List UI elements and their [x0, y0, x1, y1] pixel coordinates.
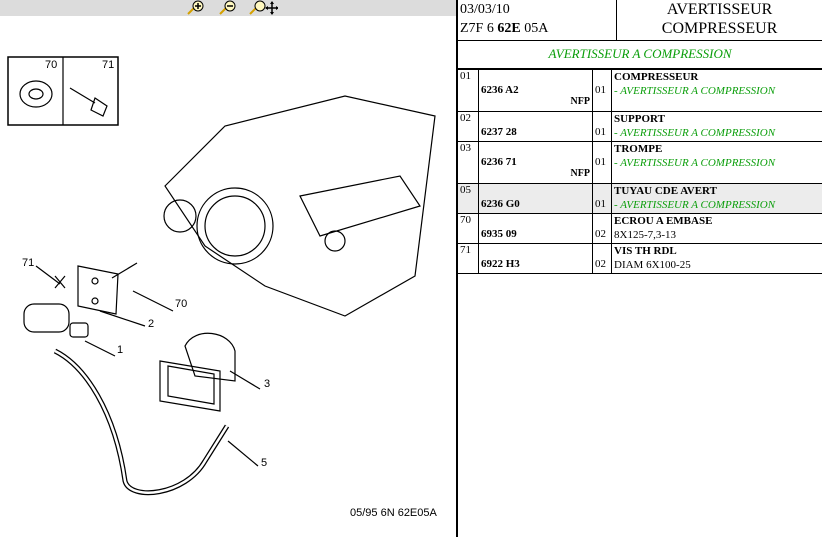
- header-info: 03/03/10 Z7F 6 62E 05A: [458, 0, 618, 41]
- part-description: TROMPE- AVERTISSEUR A COMPRESSION: [611, 140, 822, 184]
- row-index: 02: [458, 110, 479, 142]
- part-ref[interactable]: 6236 A2: [481, 83, 519, 96]
- zoom-out-icon[interactable]: [218, 0, 238, 15]
- part-detail: - AVERTISSEUR A COMPRESSION: [614, 156, 776, 169]
- quantity: 01: [592, 140, 612, 184]
- parts-table: 03/03/10 Z7F 6 62E 05A AVERTISSEUR COMPR…: [458, 0, 822, 69]
- diagram-toolbar: [0, 0, 456, 16]
- group-code: Z7F 6 62E 05A: [460, 19, 614, 38]
- part-detail: 8X125-7,3-13: [614, 228, 677, 241]
- part-ref[interactable]: 6236 G0: [481, 197, 520, 210]
- table-row[interactable]: 03 6236 71 NFP 01 TROMPE- AVERTISSEUR A C…: [458, 140, 822, 184]
- row-index: 70: [458, 212, 479, 244]
- inset-label-71: 71: [102, 59, 115, 71]
- code-suffix: 05A: [520, 21, 549, 36]
- part-ref-cell[interactable]: 6236 A2 NFP: [478, 68, 593, 112]
- part-ref[interactable]: 6236 71: [481, 155, 517, 168]
- part-ref[interactable]: 6922 H3: [481, 257, 520, 270]
- nfp-flag: NFP: [570, 95, 590, 107]
- quantity: 01: [592, 110, 612, 142]
- callout-5[interactable]: 5: [261, 457, 268, 469]
- row-index: 03: [458, 140, 479, 184]
- page-title: AVERTISSEUR COMPRESSEUR: [616, 0, 822, 41]
- nfp-flag: NFP: [570, 167, 590, 179]
- row-index: 71: [458, 242, 479, 274]
- row-index: 05: [458, 182, 479, 214]
- quantity: 02: [592, 212, 612, 244]
- parts-list-pane: 03/03/10 Z7F 6 62E 05A AVERTISSEUR COMPR…: [456, 0, 822, 537]
- part-detail: - AVERTISSEUR A COMPRESSION: [614, 126, 776, 139]
- inset-label-70: 70: [45, 59, 58, 71]
- part-description: SUPPORT- AVERTISSEUR A COMPRESSION: [611, 110, 822, 142]
- part-ref-cell[interactable]: 6922 H3: [478, 242, 593, 274]
- parts-diagram: [7, 56, 436, 496]
- callout-1[interactable]: 1: [117, 344, 124, 356]
- part-ref-cell[interactable]: 6236 71 NFP: [478, 140, 593, 184]
- part-detail: - AVERTISSEUR A COMPRESSION: [614, 84, 776, 97]
- part-ref-cell[interactable]: 6935 09: [478, 212, 593, 244]
- part-name: ECROU A EMBASE: [614, 214, 713, 227]
- callout-70[interactable]: 70: [175, 298, 188, 310]
- part-ref[interactable]: 6237 28: [481, 125, 517, 138]
- part-description: COMPRESSEUR- AVERTISSEUR A COMPRESSION: [611, 68, 822, 112]
- callout-2[interactable]: 2: [148, 318, 155, 330]
- row-index: 01: [458, 68, 479, 112]
- code-prefix: Z7F 6: [460, 21, 498, 36]
- quantity: 02: [592, 242, 612, 274]
- table-row[interactable]: 02 6237 28 01 SUPPORT- AVERTISSEUR A COM…: [458, 110, 822, 142]
- title-line-1: AVERTISSEUR: [666, 1, 773, 18]
- date: 03/03/10: [460, 2, 510, 17]
- zoom-in-icon[interactable]: [186, 0, 206, 15]
- zoom-pan-icon[interactable]: [248, 0, 278, 15]
- part-name: TUYAU CDE AVERT: [614, 184, 717, 197]
- part-ref[interactable]: 6935 09: [481, 227, 517, 240]
- part-description: TUYAU CDE AVERT- AVERTISSEUR A COMPRESSI…: [611, 182, 822, 214]
- part-name: TROMPE: [614, 142, 663, 155]
- part-name: COMPRESSEUR: [614, 70, 699, 83]
- diagram-footer-code: 05/95 6N 62E05A: [350, 507, 437, 519]
- section-subtitle: AVERTISSEUR A COMPRESSION: [458, 39, 822, 69]
- quantity: 01: [592, 68, 612, 112]
- quantity: 01: [592, 182, 612, 214]
- callout-3[interactable]: 3: [264, 378, 271, 390]
- table-row[interactable]: 05 6236 G0 01 TUYAU CDE AVERT- AVERTISSE…: [458, 182, 822, 214]
- part-ref-cell[interactable]: 6236 G0: [478, 182, 593, 214]
- table-row[interactable]: 01 6236 A2 NFP 01 COMPRESSEUR- AVERTISSEU…: [458, 68, 822, 112]
- code-bold: 62E: [497, 21, 521, 36]
- part-ref-cell[interactable]: 6237 28: [478, 110, 593, 142]
- diagram-pane: 70 71 71 70 2 1 3 5 05/95 6N 62E05A: [0, 0, 456, 519]
- part-name: SUPPORT: [614, 112, 665, 125]
- part-detail: DIAM 6X100-25: [614, 258, 691, 271]
- title-line-2: COMPRESSEUR: [661, 20, 778, 37]
- part-detail: - AVERTISSEUR A COMPRESSION: [614, 198, 776, 211]
- part-name: VIS TH RDL: [614, 244, 677, 257]
- callout-71[interactable]: 71: [22, 257, 35, 269]
